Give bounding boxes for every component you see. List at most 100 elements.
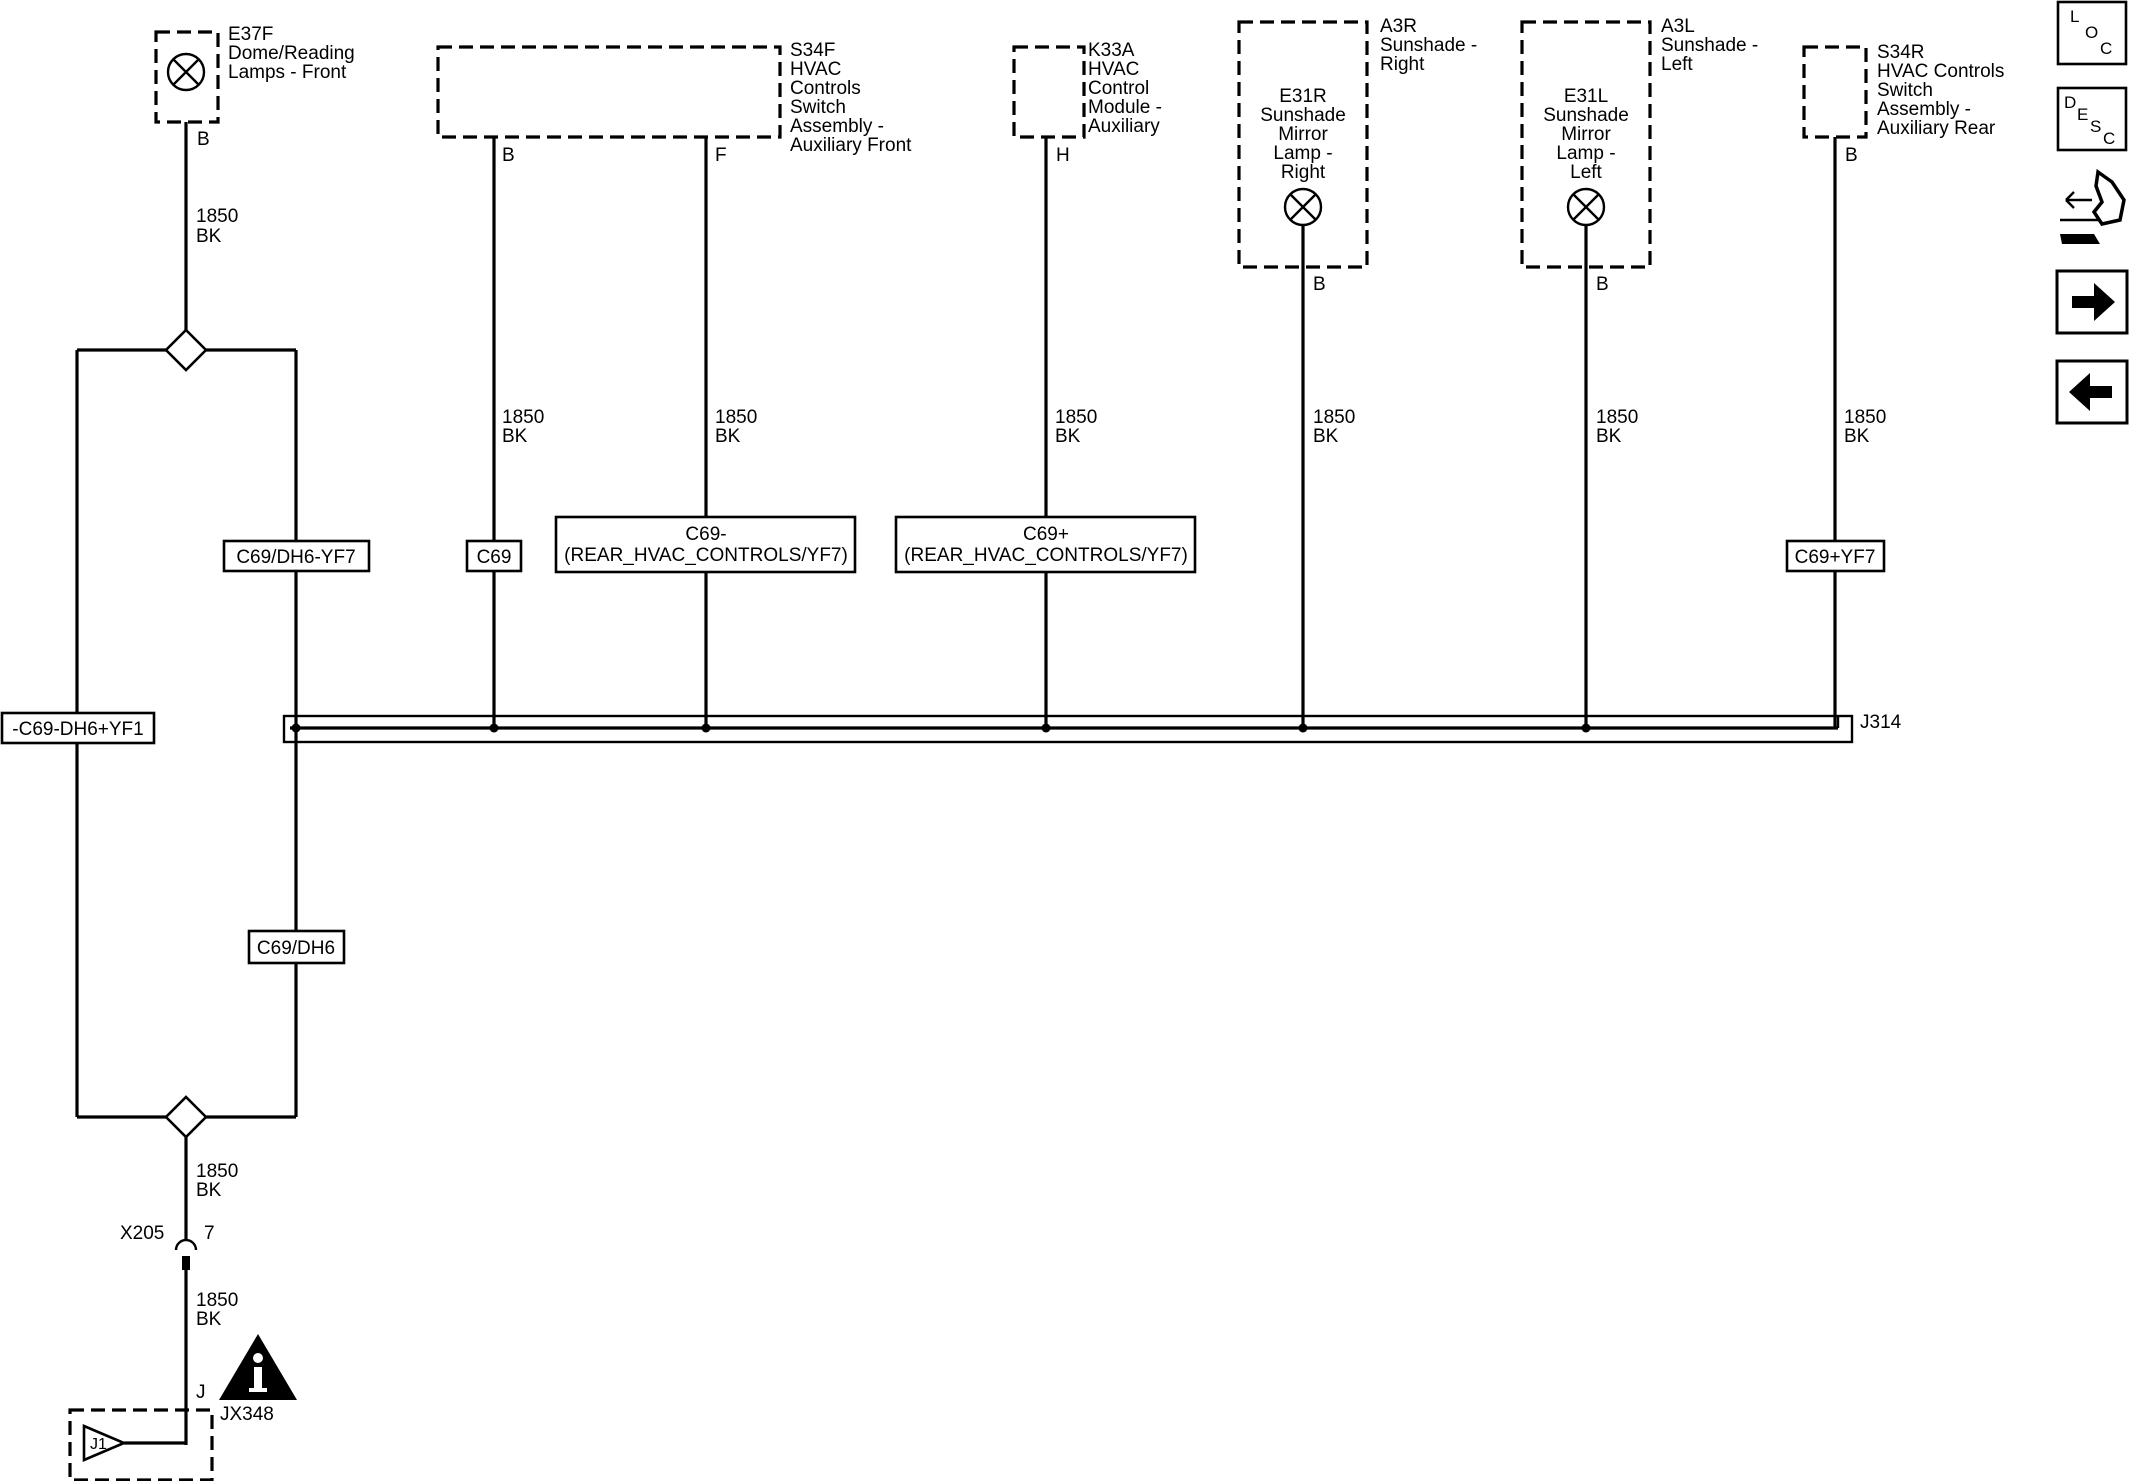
s34f-id: S34F: [790, 40, 835, 61]
x205-id: X205: [120, 1223, 164, 1244]
wire-color: BK: [502, 426, 528, 447]
e31l-line-5: Left: [1570, 162, 1602, 183]
wire-gauge: 1850: [196, 1290, 238, 1311]
a3r-component[interactable]: A3R Sunshade - Right E31R Sunshade Mirro…: [1237, 16, 1477, 295]
j314-label: J314: [1860, 712, 1902, 733]
s34r-desc-3: Assembly -: [1877, 99, 1971, 120]
wire-gauge: 1850: [196, 206, 238, 227]
k33a-component[interactable]: K33A HVAC Control Module - Auxiliary H: [1012, 40, 1162, 166]
jx348-component[interactable]: J1 J JX348: [68, 1382, 274, 1481]
info-warning-icon[interactable]: [219, 1334, 297, 1400]
s34f-component[interactable]: S34F HVAC Controls Switch Assembly - Aux…: [436, 40, 912, 166]
j314-splice-pack[interactable]: J314: [282, 712, 1902, 744]
a3l-id: A3L: [1661, 16, 1695, 37]
wire-color: BK: [715, 426, 741, 447]
s34f-desc-4: Assembly -: [790, 116, 884, 137]
loc-button[interactable]: L O C: [2056, 0, 2128, 66]
wire-labels: 1850 BK 1850 BK 1850 BK 1850 BK 1850 BK …: [196, 206, 1886, 1330]
k33a-desc-4: Auxiliary: [1088, 116, 1160, 137]
lamp-icon: [166, 52, 206, 92]
e31l-pin: B: [1596, 274, 1609, 295]
s34r-component[interactable]: S34R HVAC Controls Switch Assembly - Aux…: [1802, 42, 2004, 166]
wire-color: BK: [1596, 426, 1622, 447]
wire-gauge: 1850: [1596, 407, 1638, 428]
e37f-component[interactable]: E37F Dome/Reading Lamps - Front B: [154, 24, 355, 150]
x205-connector[interactable]: X205 7: [120, 1223, 215, 1270]
a3r-desc-2: Right: [1380, 54, 1425, 75]
option-c69-dh6[interactable]: C69/DH6: [247, 929, 346, 965]
next-page-button[interactable]: [2055, 269, 2129, 335]
wires: [75, 122, 1837, 1445]
wire-gauge: 1850: [1313, 407, 1355, 428]
option-label: C69/DH6-YF7: [236, 547, 355, 568]
loc-letter-o: O: [2085, 23, 2098, 42]
option-label-2: (REAR_HVAC_CONTROLS/YF7): [564, 545, 848, 566]
e37f-desc-1: Dome/Reading: [228, 43, 355, 64]
s34f-desc-5: Auxiliary Front: [790, 135, 912, 156]
a3r-desc-1: Sunshade -: [1380, 35, 1477, 56]
lamp-icon: [1566, 187, 1606, 227]
e31r-line-1: E31R: [1279, 86, 1327, 107]
connector-tool-icon[interactable]: [2060, 168, 2126, 244]
wire-gauge: 1850: [196, 1161, 238, 1182]
jx348-symbol: J1: [90, 1436, 107, 1453]
k33a-desc-1: HVAC: [1088, 59, 1139, 80]
loc-letter-c: C: [2100, 39, 2112, 58]
e31l-line-2: Sunshade: [1543, 105, 1629, 126]
a3l-component[interactable]: A3L Sunshade - Left E31L Sunshade Mirror…: [1520, 16, 1758, 295]
wire-color: BK: [1844, 426, 1870, 447]
previous-page-button[interactable]: [2055, 359, 2129, 425]
wire-gauge: 1850: [1055, 407, 1097, 428]
s34r-pin: B: [1845, 145, 1858, 166]
x205-pin: 7: [204, 1223, 215, 1244]
splice-diamond-lower: [164, 1095, 208, 1139]
desc-button[interactable]: D E S C: [2056, 86, 2128, 152]
e37f-pin: B: [197, 129, 210, 150]
k33a-desc-3: Module -: [1088, 97, 1162, 118]
arrow-left-icon: [2069, 373, 2112, 411]
s34r-desc-4: Auxiliary Rear: [1877, 118, 1996, 139]
wire-gauge: 1850: [502, 407, 544, 428]
s34f-pin-b: B: [502, 145, 515, 166]
option-c69-dh6-yf7[interactable]: C69/DH6-YF7: [222, 539, 371, 573]
desc-letter-s: S: [2090, 117, 2101, 136]
option-label: C69+YF7: [1795, 547, 1876, 568]
wire-color: BK: [1055, 426, 1081, 447]
jx348-pin: J: [196, 1382, 206, 1403]
s34f-pin-f: F: [715, 145, 727, 166]
option-label: C69/DH6: [257, 938, 335, 959]
e31r-line-5: Right: [1281, 162, 1326, 183]
desc-letter-c: C: [2103, 129, 2115, 148]
option-c69-plus[interactable]: C69+ (REAR_HVAC_CONTROLS/YF7): [894, 515, 1197, 574]
s34r-desc-1: HVAC Controls: [1877, 61, 2004, 82]
lamp-icon: [1283, 187, 1323, 227]
e31r-line-4: Lamp -: [1273, 143, 1332, 164]
option-label-2: (REAR_HVAC_CONTROLS/YF7): [904, 545, 1188, 566]
a3l-desc-1: Sunshade -: [1661, 35, 1758, 56]
option-c69-plus-yf7[interactable]: C69+YF7: [1785, 539, 1886, 573]
k33a-id: K33A: [1088, 40, 1135, 61]
e31r-line-2: Sunshade: [1260, 105, 1346, 126]
option-c69-minus[interactable]: C69- (REAR_HVAC_CONTROLS/YF7): [554, 515, 857, 574]
wire-color: BK: [196, 1180, 222, 1201]
terminal-icon: [82, 1424, 128, 1462]
e37f-id: E37F: [228, 24, 273, 45]
option-label-1: C69-: [685, 524, 726, 545]
s34f-desc-2: Controls: [790, 78, 861, 99]
wire-color: BK: [196, 226, 222, 247]
option-label-1: C69+: [1023, 524, 1069, 545]
option-c69[interactable]: C69: [465, 539, 523, 573]
k33a-desc-2: Control: [1088, 78, 1149, 99]
loc-letter-l: L: [2070, 7, 2079, 26]
s34r-id: S34R: [1877, 42, 1925, 63]
a3l-desc-2: Left: [1661, 54, 1693, 75]
option-c69-dh6-yf1[interactable]: -C69-DH6+YF1: [0, 711, 156, 745]
option-label: -C69-DH6+YF1: [12, 719, 143, 740]
a3r-id: A3R: [1380, 16, 1417, 37]
desc-letter-e: E: [2077, 105, 2088, 124]
wire-color: BK: [1313, 426, 1339, 447]
s34f-desc-1: HVAC: [790, 59, 841, 80]
desc-letter-d: D: [2064, 93, 2076, 112]
k33a-pin: H: [1056, 145, 1070, 166]
